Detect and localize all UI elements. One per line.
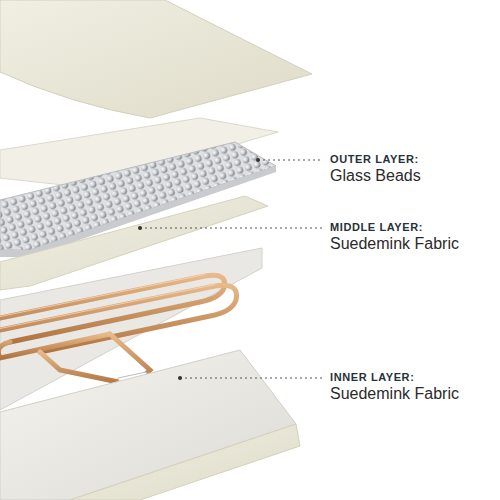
leader-dot [138, 226, 142, 230]
wire-highlight [0, 275, 215, 329]
leader-dots [138, 158, 260, 380]
leader-lines [140, 160, 322, 378]
layer-material: Glass Beads [330, 167, 421, 185]
layer-material: Suedemink Fabric [330, 385, 459, 403]
layer-heading: OUTER LAYER: [330, 153, 419, 165]
wire-loop [0, 334, 110, 358]
layer-heading: INNER LAYER: [330, 371, 414, 383]
layer-heading: MIDDLE LAYER: [330, 221, 423, 233]
bottom-sheet [70, 424, 300, 500]
layer-material: Suedemink Fabric [330, 235, 459, 253]
top-sheet [0, 0, 312, 118]
leader-dot [178, 376, 182, 380]
leader-line [258, 159, 322, 160]
leader-line [180, 377, 322, 378]
leader-dot [256, 158, 260, 162]
leader-line [140, 227, 322, 228]
wire-lead [40, 352, 128, 384]
